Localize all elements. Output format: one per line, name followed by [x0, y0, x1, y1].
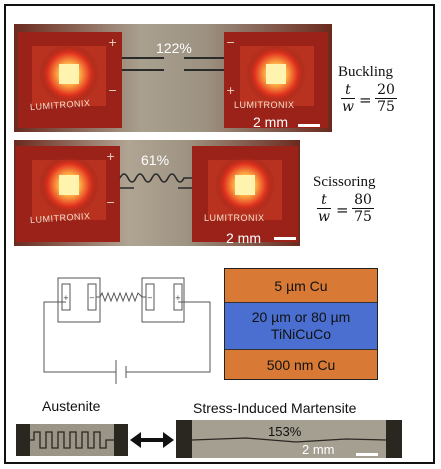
scale-bar-b [274, 237, 296, 240]
ratio-lhs-den-b: w [318, 209, 330, 225]
ratio-rhs-den-a: 75 [377, 99, 395, 115]
layer-cu-top: 5 µm Cu [225, 269, 377, 303]
layer-stack: 5 µm Cu 20 µm or 80 µm TiNiCuCo 500 nm C… [224, 268, 378, 380]
interconnect-serpentine [119, 173, 192, 183]
circuit-schematic: + − − + [43, 277, 211, 384]
ratio-lhs-b: t w [317, 192, 331, 225]
scale-bar-c [356, 453, 378, 456]
ratio-lhs-den-a: w [342, 99, 354, 115]
ratio-rhs-num-a: 20 [377, 82, 395, 98]
brand-right-b: LUMITRONIX [204, 213, 265, 223]
brand-right-a: LUMITRONIX [234, 100, 295, 110]
svg-text:−: − [147, 294, 153, 302]
label-martensite: Stress-Induced Martensite [193, 400, 357, 416]
schematic-pad-left-1 [61, 283, 71, 311]
photo-buckling-svg: + − − + [14, 24, 332, 132]
svg-text:+: + [175, 294, 181, 302]
strip-austenite [16, 424, 128, 456]
svg-text:+: + [106, 150, 115, 163]
ratio-lhs-num-b: t [321, 192, 327, 208]
photo-scissoring-svg: + − [14, 140, 300, 246]
ratio-rhs-b: 80 75 [352, 192, 374, 225]
strip-martensite [176, 420, 402, 458]
schematic-pad-right-2 [173, 283, 183, 311]
ratio-equals-a: = [359, 91, 372, 109]
layer-cu-bottom: 500 nm Cu [225, 349, 377, 379]
scale-label-b: 2 mm [226, 230, 261, 246]
svg-text:+: + [226, 84, 235, 97]
schematic-wire [43, 301, 211, 373]
ratio-equals-b: = [336, 201, 349, 219]
strain-label-c: 153% [268, 424, 302, 439]
strain-label-b: 61% [141, 152, 170, 168]
ratio-rhs-num-b: 80 [354, 192, 372, 208]
scale-label-a: 2 mm [253, 114, 288, 130]
svg-text:−: − [226, 36, 235, 49]
svg-text:−: − [108, 84, 117, 97]
ratio-lhs-a: t w [341, 82, 355, 115]
ratio-rhs-den-b: 75 [354, 209, 372, 225]
svg-text:+: + [63, 294, 69, 302]
layer-alloy: 20 µm or 80 µm TiNiCuCo [225, 303, 377, 349]
layer-alloy-line1: 20 µm or 80 µm [251, 309, 351, 325]
double-arrow-icon [130, 432, 174, 448]
schematic-board-left [57, 277, 101, 323]
scale-label-c: 2 mm [302, 442, 335, 457]
ratio-lhs-num-a: t [345, 82, 351, 98]
scale-bar-a [298, 124, 320, 127]
layer-alloy-line2: TiNiCuCo [270, 326, 332, 342]
ratio-rhs-a: 20 75 [375, 82, 397, 115]
svg-text:−: − [89, 294, 95, 302]
svg-text:−: − [106, 196, 115, 209]
schematic-spring [96, 291, 146, 303]
mode-label-scissoring: Scissoring [313, 174, 376, 190]
photo-buckling: + − − + [14, 24, 332, 132]
mode-label-buckling: Buckling [338, 64, 393, 80]
svg-text:+: + [108, 36, 117, 49]
schematic-board-right [141, 277, 185, 323]
label-austenite: Austenite [42, 398, 101, 414]
strain-label-a: 122% [156, 40, 192, 56]
photo-scissoring: + − [14, 140, 300, 246]
